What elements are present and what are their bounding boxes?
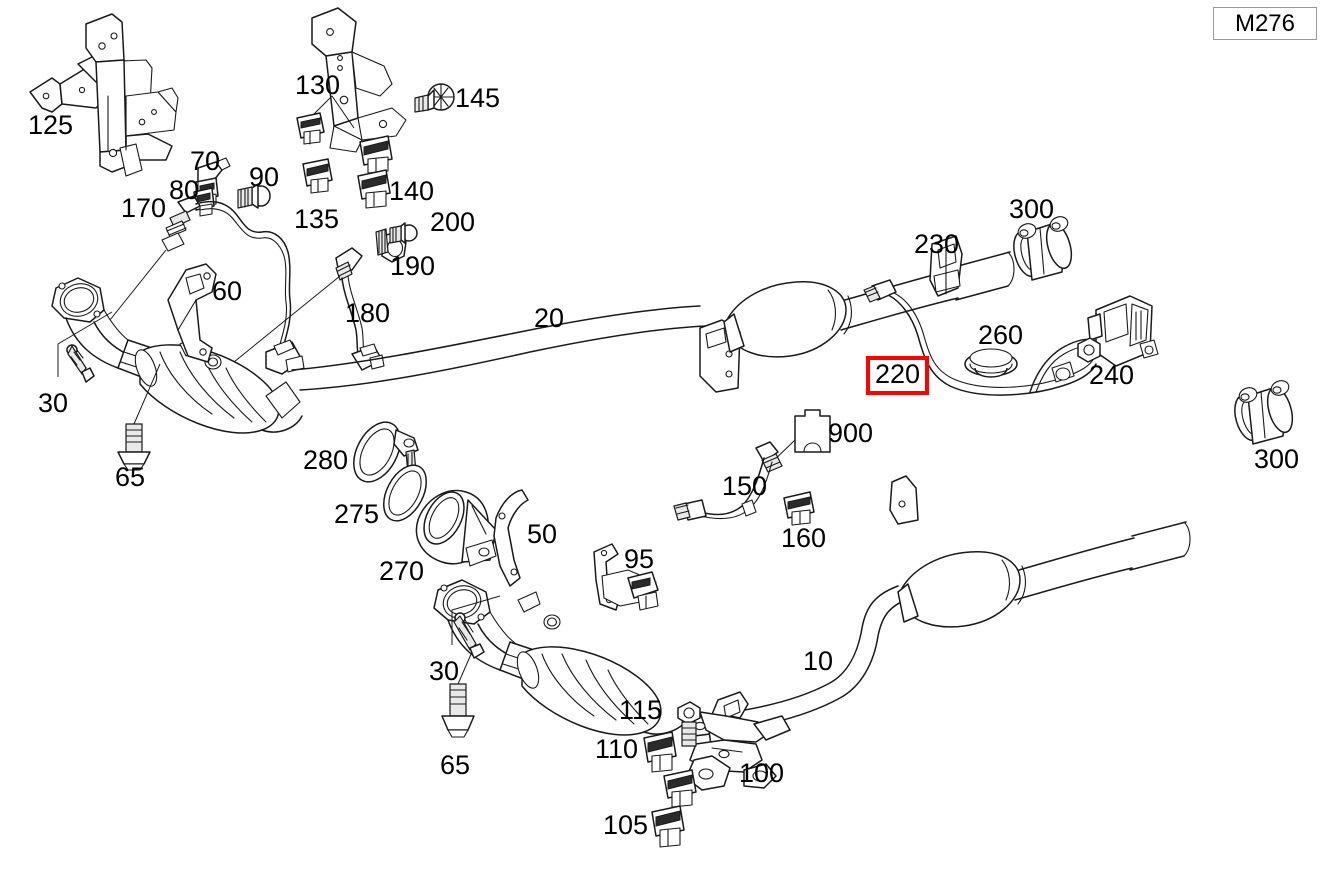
- part-callout-300-upper: 300: [1009, 194, 1055, 224]
- part-callout-95: 95: [624, 544, 655, 574]
- part-callout-30-upper: 30: [38, 388, 69, 418]
- part-160-clip: [783, 491, 815, 526]
- part-callout-70: 70: [190, 146, 221, 176]
- part-90-bolt: [237, 183, 271, 209]
- part-30-bolt-upper: [57, 311, 113, 383]
- part-callout-90: 90: [249, 162, 280, 192]
- part-callout-50: 50: [527, 519, 558, 549]
- part-300-clamps-lower: [1234, 380, 1294, 445]
- part-callout-190: 190: [390, 251, 436, 281]
- part-20-exhaust-pipe-upper: [291, 251, 1015, 393]
- part-callout-270: 270: [379, 556, 425, 586]
- part-callout-275: 275: [334, 499, 380, 529]
- part-callout-170: 170: [121, 193, 167, 223]
- part-callout-240: 240: [1089, 360, 1135, 390]
- part-callout-100: 100: [739, 758, 785, 788]
- part-callout-135: 135: [294, 204, 340, 234]
- part-callout-115: 115: [619, 695, 663, 725]
- part-300-clamps-upper: [1013, 216, 1073, 281]
- part-50-bracket: [493, 489, 529, 587]
- engine-code-badge: M276: [1213, 7, 1317, 40]
- part-callout-130: 130: [295, 70, 341, 100]
- part-65-bolt-upper: [117, 363, 161, 471]
- part-callout-125: 125: [28, 110, 74, 140]
- part-150-oxygen-sensor-lower: [673, 441, 783, 521]
- part-callout-220: 220: [866, 356, 930, 395]
- part-callout-160: 160: [781, 523, 827, 553]
- part-10-exhaust-pipe-lower: [689, 475, 1191, 737]
- part-callout-180: 180: [345, 298, 391, 328]
- part-callout-900: 900: [828, 418, 874, 448]
- part-125-bracket: [29, 13, 179, 177]
- part-callout-60: 60: [212, 276, 243, 306]
- part-callout-230: 230: [914, 229, 960, 259]
- part-270-pipe-connector: [415, 489, 497, 567]
- part-900-symbol: [769, 409, 831, 465]
- part-60-bracket: [167, 263, 217, 363]
- part-callout-10: 10: [803, 646, 834, 676]
- part-callout-105: 105: [603, 810, 649, 840]
- part-callout-65-lower: 65: [440, 750, 471, 780]
- part-callout-20: 20: [534, 303, 565, 333]
- part-callout-150: 150: [722, 471, 768, 501]
- part-140-clips: [357, 135, 393, 209]
- part-callout-80: 80: [169, 175, 200, 205]
- part-callout-30-lower: 30: [429, 656, 460, 686]
- part-230-hanger: [929, 235, 963, 297]
- part-260-grommet: [964, 348, 1018, 378]
- part-180-oxygen-sensor: [233, 247, 385, 371]
- engine-code-text: M276: [1234, 9, 1296, 37]
- part-200-bolt: [389, 222, 418, 244]
- part-100-bracket-assembly: [643, 691, 791, 848]
- part-callout-140: 140: [389, 176, 435, 206]
- part-170-oxygen-sensor: [109, 195, 305, 375]
- part-240-module: [1051, 295, 1159, 383]
- part-callout-110: 110: [595, 734, 639, 764]
- part-callout-280: 280: [303, 445, 349, 475]
- part-280-clamp: [353, 421, 419, 483]
- part-callout-260: 260: [978, 320, 1024, 350]
- part-130-bracket: [307, 7, 407, 153]
- part-65-bolt-lower: [441, 651, 475, 738]
- part-callout-145: 145: [455, 83, 501, 113]
- part-callout-200: 200: [430, 207, 476, 237]
- lower-catalytic-converter-assembly: [433, 579, 691, 736]
- part-145-bolt: [414, 83, 455, 113]
- part-30-bolt-lower: [451, 595, 501, 659]
- part-135-clips: [296, 112, 333, 194]
- part-95-bracket: [593, 543, 659, 611]
- part-callout-300-lower: 300: [1254, 444, 1300, 474]
- part-callout-65-upper: 65: [115, 462, 146, 492]
- part-275-gasket: [383, 464, 427, 522]
